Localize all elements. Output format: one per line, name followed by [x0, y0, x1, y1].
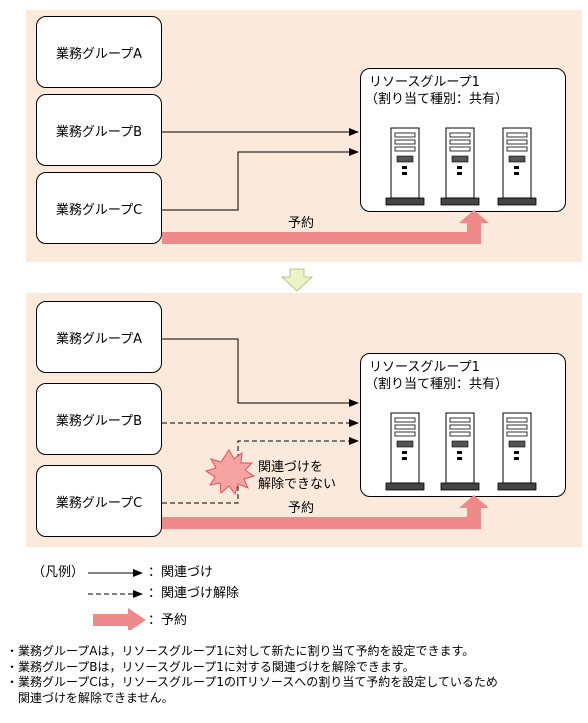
- server-icon: [440, 412, 480, 491]
- note-line: ・業務グループCは，リソースグループ1のITリソースへの割り当て予約を設定してい…: [6, 675, 498, 689]
- legend-unassociation-label: ：関連づけ解除: [148, 586, 240, 601]
- business-group-b-label: 業務グループB: [55, 413, 143, 429]
- business-group-c: 業務グループC: [36, 172, 162, 244]
- note-line: ・業務グループAは，リソースグループ1に対して新たに割り当て予約を設定できます。: [6, 644, 475, 658]
- diagram-panel-before: 業務グループA 業務グループB 業務グループC リソースグループ1 （割り当て種…: [26, 10, 582, 262]
- connector-layer: [162, 338, 537, 529]
- association-arrow-c: [162, 148, 359, 211]
- burst-text-line1: 関連づけを: [258, 460, 324, 475]
- legend: （凡例） ：関連づけ ：関連づけ解除 ：予約: [0, 560, 588, 630]
- business-group-c-label: 業務グループC: [55, 202, 143, 218]
- resource-group-title: リソースグループ1: [369, 360, 480, 375]
- notes: ・業務グループAは，リソースグループ1に対して新たに割り当て予約を設定できます。…: [6, 644, 498, 706]
- resource-group-subtitle: （割り当て種別：共有）: [365, 92, 509, 107]
- note-line: ・業務グループBは，リソースグループ1に対する関連づけを解除できます。: [6, 659, 415, 674]
- transition-arrow: [280, 268, 314, 292]
- business-group-a-label: 業務グループA: [55, 46, 143, 62]
- server-icon: [497, 127, 537, 206]
- server-icon: [385, 127, 425, 206]
- legend-association-label: ：関連づけ: [148, 565, 214, 580]
- business-group-c: 業務グループC: [36, 465, 162, 537]
- business-group-b-label: 業務グループB: [55, 124, 143, 140]
- association-arrow-a: [162, 338, 359, 407]
- legend-title: （凡例）: [32, 565, 85, 580]
- business-group-b: 業務グループB: [36, 94, 162, 166]
- server-icon: [440, 127, 480, 206]
- business-group-a: 業務グループA: [36, 301, 162, 373]
- diagram-panel-after: 業務グループA 業務グループB 業務グループC リソースグループ1 （割り当て種…: [26, 293, 582, 547]
- business-group-a-label: 業務グループA: [55, 331, 143, 347]
- legend-reserve-arrow: [93, 608, 146, 630]
- connector-layer: [162, 127, 537, 244]
- legend-symbols: [88, 569, 146, 630]
- note-line: 関連づけを解除できません。: [6, 690, 174, 705]
- server-icon: [385, 412, 425, 491]
- business-group-b: 業務グループB: [36, 383, 162, 455]
- reserve-arrow: [162, 495, 489, 529]
- burst-icon: [204, 449, 256, 496]
- reserve-arrow: [162, 210, 489, 244]
- business-group-a: 業務グループA: [36, 16, 162, 88]
- reserve-label: 予約: [288, 216, 315, 231]
- legend-reserve-label: ：予約: [148, 613, 188, 628]
- reserve-label: 予約: [288, 501, 315, 516]
- business-group-c-label: 業務グループC: [55, 495, 143, 511]
- down-arrow-icon: [280, 268, 314, 292]
- burst-text-line2: 解除できない: [258, 477, 337, 492]
- resource-group-title: リソースグループ1: [369, 75, 480, 90]
- server-icon: [497, 412, 537, 491]
- resource-group-subtitle: （割り当て種別：共有）: [365, 377, 509, 392]
